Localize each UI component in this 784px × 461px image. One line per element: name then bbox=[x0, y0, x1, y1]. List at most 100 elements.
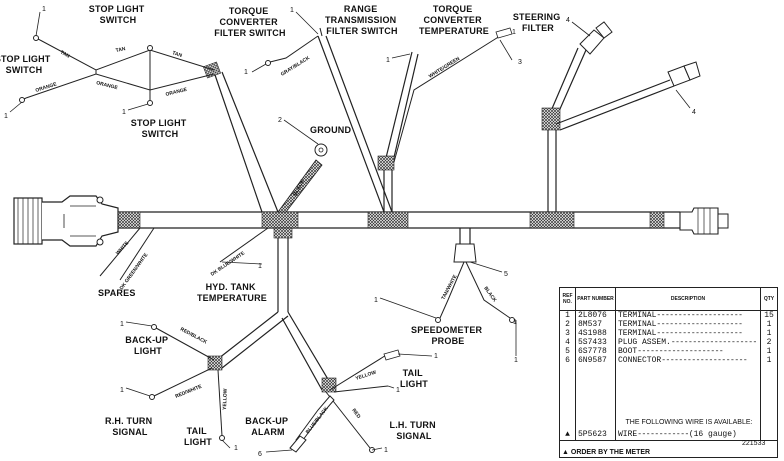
wire-label-dk-blue-white: DK BLUE/WHITE bbox=[210, 250, 247, 278]
parts-row-part-number: 6N9587 bbox=[576, 356, 616, 365]
callout-3: 3 bbox=[518, 59, 522, 66]
wire-label-red: RED bbox=[350, 408, 361, 420]
order-by-meter-note: ▲ ORDER BY THE METER bbox=[562, 449, 651, 456]
wire-label-yellow: YELLOW bbox=[355, 370, 377, 382]
parts-row-qty: 1 bbox=[766, 329, 772, 338]
wire-label-tan: TAN bbox=[59, 50, 71, 60]
stop-light-switch-bottom-label: STOP LIGHT SWITCH bbox=[131, 118, 189, 139]
back-up-light-label: BACK-UP LIGHT bbox=[125, 335, 170, 356]
wire-label-orange: ORANGE bbox=[96, 80, 119, 91]
lh-turn-signal-label: L.H. TURN SIGNAL bbox=[390, 420, 439, 441]
back-up-alarm-label: BACK-UP ALARM bbox=[245, 416, 290, 437]
parts-row-description: BOOT-------------------- bbox=[616, 347, 761, 356]
parts-row-description: TERMINAL-------------------- bbox=[616, 320, 761, 329]
callout-1: 1 bbox=[120, 321, 124, 328]
parts-row-description-text: TERMINAL bbox=[618, 329, 657, 338]
right-plug bbox=[679, 207, 729, 235]
parts-row-part-number: 6S7778 bbox=[576, 347, 616, 356]
stop-light-switch-left-label: STOP LIGHT SWITCH bbox=[0, 54, 53, 75]
callout-1: 1 bbox=[512, 29, 516, 36]
callout-1: 1 bbox=[290, 7, 294, 14]
wire-row-desc: WIRE------------(16 gauge) bbox=[616, 429, 761, 440]
wire-label-tan: TAN bbox=[171, 50, 183, 59]
spares-branch bbox=[99, 227, 155, 281]
parts-row-description-text: TERMINAL bbox=[618, 311, 657, 320]
callout-4: 4 bbox=[566, 17, 570, 24]
stop-light-branch bbox=[19, 35, 279, 213]
torque-converter-filter-switch-label: TORQUE CONVERTER FILTER SWITCH bbox=[214, 6, 285, 38]
wire-row: ▲ 5P5623 WIRE------------(16 gauge) bbox=[560, 429, 777, 441]
callout-1: 1 bbox=[374, 297, 378, 304]
wire-label-yellow: YELLOW bbox=[222, 388, 229, 410]
rh-turn-signal-label: R.H. TURN SIGNAL bbox=[105, 416, 155, 437]
parts-row-qty: 2 bbox=[766, 338, 772, 347]
callout-4: 4 bbox=[692, 109, 696, 116]
wire-color-labels: TAN TAN TAN ORANGE ORANGE ORANGE GRAY/BL… bbox=[35, 46, 498, 435]
main-harness-trunk bbox=[117, 211, 680, 229]
parts-row-part-number: 8M537 bbox=[576, 320, 616, 329]
callout-1: 1 bbox=[384, 447, 388, 454]
tail-light-bottom-label: TAIL LIGHT bbox=[184, 426, 212, 447]
steering-filter-branch bbox=[541, 21, 701, 212]
range-transmission-branch bbox=[265, 27, 393, 213]
lower-harness bbox=[149, 227, 401, 453]
callout-1: 1 bbox=[258, 263, 262, 270]
wire-availability-note: THE FOLLOWING WIRE IS AVAILABLE: bbox=[616, 416, 761, 429]
wire-label-orange: ORANGE bbox=[165, 87, 188, 98]
parts-row-description-text: TERMINAL bbox=[618, 320, 657, 329]
ground-label: GROUND bbox=[310, 125, 351, 135]
parts-table-spacer bbox=[560, 365, 777, 416]
parts-row-qty: 1 bbox=[766, 320, 772, 329]
callout-1: 1 bbox=[513, 319, 517, 326]
header-description: DESCRIPTION bbox=[616, 288, 761, 310]
parts-row-ref: 6 bbox=[560, 356, 576, 365]
parts-row-qty: 15 bbox=[764, 311, 774, 320]
parts-table-header: REF NO. PART NUMBER DESCRIPTION QTY bbox=[560, 288, 777, 311]
wire-row-ref: ▲ bbox=[560, 429, 576, 440]
parts-row-description: CONNECTOR-------------------- bbox=[616, 356, 761, 365]
speedometer-probe-label: SPEEDOMETER PROBE bbox=[411, 325, 485, 346]
callout-1: 1 bbox=[122, 109, 126, 116]
main-connector bbox=[13, 195, 119, 247]
header-qty: QTY bbox=[763, 296, 775, 302]
speedometer-branch bbox=[435, 228, 515, 323]
parts-row-qty: 1 bbox=[766, 356, 772, 365]
drawing-number: 221533 bbox=[742, 440, 766, 447]
range-transmission-filter-switch-label: RANGE TRANSMISSION FILTER SWITCH bbox=[325, 4, 399, 36]
parts-row-description: TERMINAL-------------------- bbox=[616, 329, 761, 338]
parts-row-description: PLUG ASSEM.-------------------- bbox=[616, 338, 761, 347]
callout-1: 1 bbox=[386, 57, 390, 64]
parts-row-part-number: 5S7433 bbox=[576, 338, 616, 347]
component-labels: STOP LIGHT SWITCH STOP LIGHT SWITCH STOP… bbox=[0, 4, 560, 447]
callout-1: 1 bbox=[434, 353, 438, 360]
callout-1: 1 bbox=[396, 387, 400, 394]
spares-label: SPARES bbox=[98, 288, 136, 298]
callout-1: 1 bbox=[244, 69, 248, 76]
wire-row-part: 5P5623 bbox=[576, 429, 616, 440]
parts-row-ref: 5 bbox=[560, 347, 576, 356]
wire-label-tan: TAN bbox=[115, 46, 126, 54]
parts-row-part-number: 2L8076 bbox=[576, 311, 616, 320]
callout-5: 5 bbox=[504, 271, 508, 278]
parts-row-qty: 1 bbox=[766, 347, 772, 356]
torque-temp-branch bbox=[377, 27, 513, 212]
tail-light-right-label: TAIL LIGHT bbox=[400, 368, 428, 389]
callout-numbers: 1 1 1 1 1 1 1 1 1 1 1 1 1 1 1 1 1 2 3 4 … bbox=[4, 6, 696, 458]
parts-row-description-text: CONNECTOR bbox=[618, 356, 662, 365]
parts-row-ref: 3 bbox=[560, 329, 576, 338]
callout-1: 1 bbox=[4, 113, 8, 120]
wire-row-desc-text: WIRE bbox=[618, 430, 638, 439]
callout-1: 1 bbox=[42, 6, 46, 13]
ground-branch bbox=[277, 143, 328, 213]
parts-row-part-number: 4S1988 bbox=[576, 329, 616, 338]
wire-availability-note-row: THE FOLLOWING WIRE IS AVAILABLE: bbox=[560, 416, 777, 429]
wire-label-orange: ORANGE bbox=[35, 81, 58, 94]
